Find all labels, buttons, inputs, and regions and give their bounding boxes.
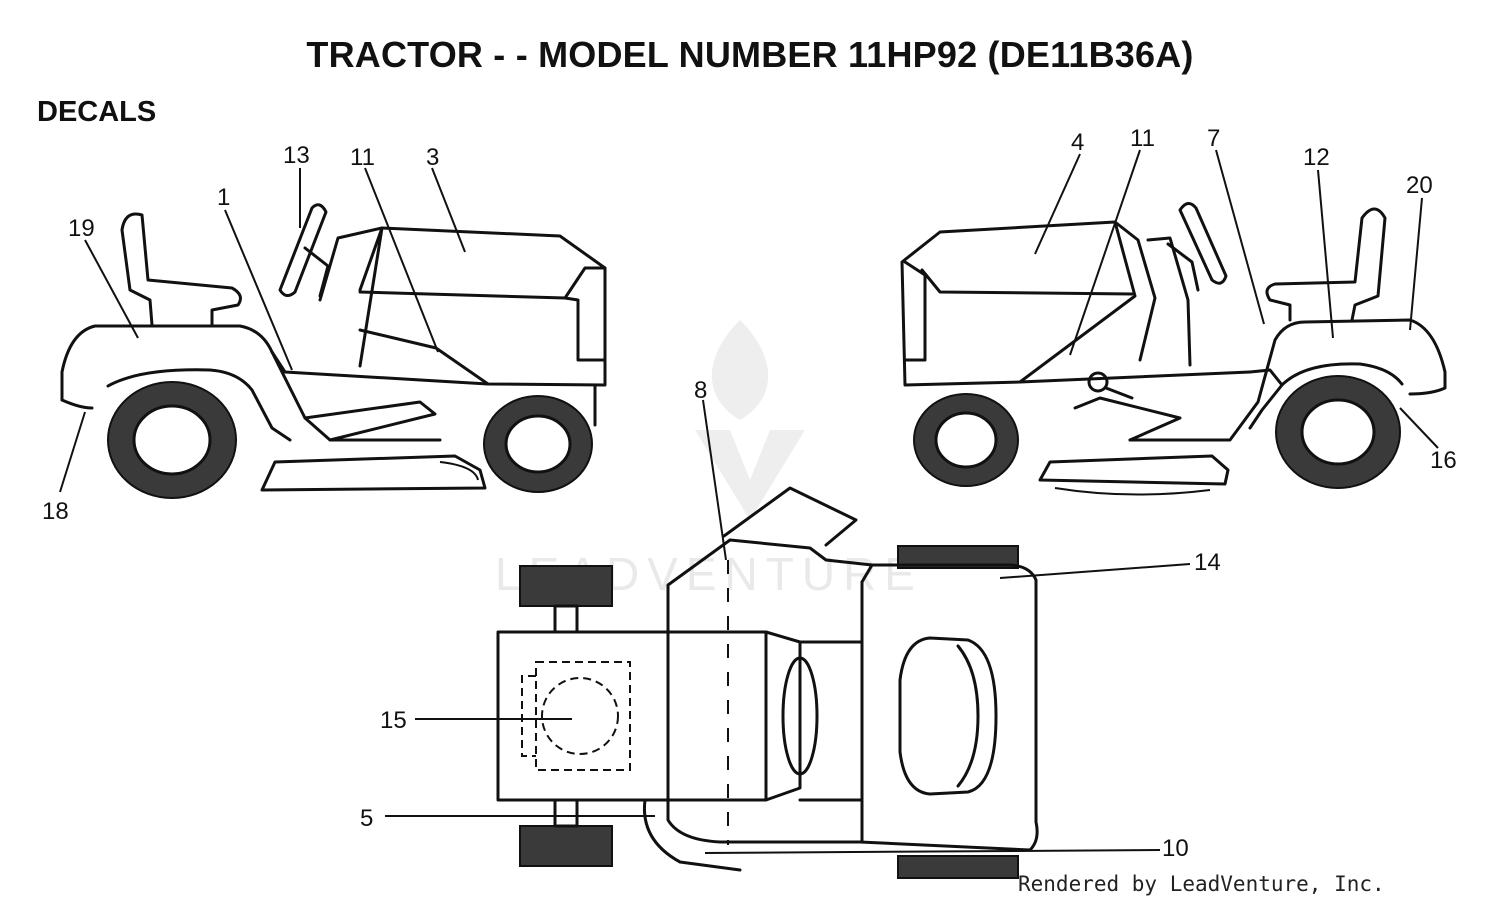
rear-tire-top-upper [897, 545, 1019, 569]
rear-hub-right [1300, 398, 1376, 466]
tractor-right-view [900, 202, 1447, 496]
decal-15-outline [535, 661, 631, 771]
steering-wheel-left [278, 203, 328, 297]
hood-right [900, 220, 1137, 387]
page-title: TRACTOR - - MODEL NUMBER 11HP92 (DE11B36… [306, 34, 1194, 75]
callout-5: 5 [360, 805, 373, 832]
section-heading: DECALS [37, 96, 157, 128]
mower-deck-left [260, 454, 487, 492]
mower-deck-right [1038, 454, 1230, 486]
body-top [666, 538, 1039, 852]
seat-top [898, 636, 998, 796]
seat-right [1265, 207, 1387, 322]
callout-11-right: 11 [1130, 125, 1155, 152]
callout-20: 20 [1406, 172, 1433, 199]
key-switch-right [1087, 371, 1109, 393]
tractor-left-view [60, 203, 607, 499]
callout-12: 12 [1303, 144, 1330, 171]
watermark-v-icon [695, 430, 805, 520]
callout-16: 16 [1430, 447, 1457, 474]
callout-18: 18 [42, 498, 69, 525]
hood-top [496, 630, 768, 802]
front-hub-right [934, 411, 998, 469]
credit-text: Rendered by LeadVenture, Inc. [1018, 872, 1385, 896]
callout-19: 19 [68, 215, 95, 242]
callout-labels: 1 3 4 5 7 8 10 11 11 12 13 14 15 16 18 1… [42, 125, 1457, 862]
hood-left [358, 226, 607, 387]
watermark-flame-icon [711, 320, 769, 420]
callout-3: 3 [426, 144, 439, 171]
callout-14: 14 [1194, 549, 1221, 576]
rear-hub-left [132, 404, 212, 476]
steering-wheel-right [1178, 202, 1228, 285]
callout-10: 10 [1162, 835, 1189, 862]
steering-top [722, 486, 858, 547]
callout-4: 4 [1071, 129, 1084, 156]
rear-fender-right [1128, 318, 1447, 442]
callout-13: 13 [283, 142, 310, 169]
callout-11-left: 11 [350, 144, 375, 171]
leader-lines [59, 149, 1439, 854]
front-tire-top-upper [519, 565, 613, 607]
front-hub-left [504, 414, 572, 474]
seat-left [120, 212, 242, 327]
rear-tire-top-lower [897, 855, 1019, 879]
callout-7: 7 [1207, 125, 1220, 152]
callout-1: 1 [217, 184, 230, 211]
front-tire-top-lower [519, 825, 613, 867]
callout-15: 15 [380, 707, 407, 734]
callout-8: 8 [694, 377, 707, 404]
tractor-top-view [496, 486, 1039, 879]
